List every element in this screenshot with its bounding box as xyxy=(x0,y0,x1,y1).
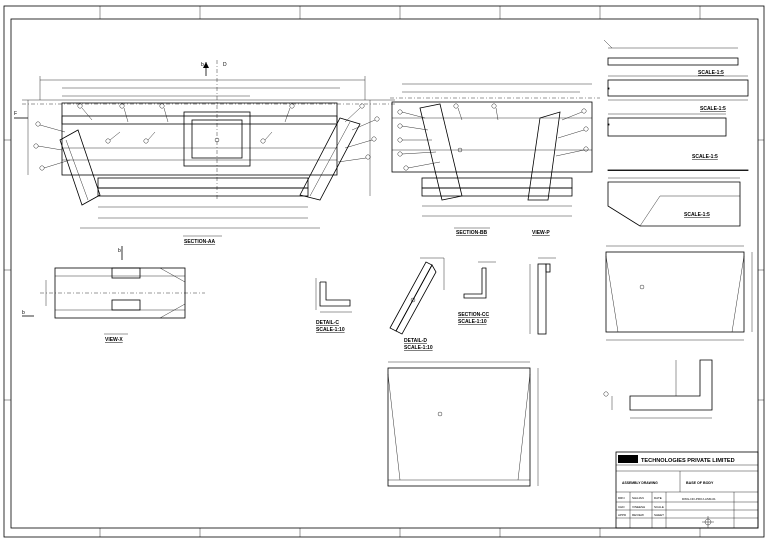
section-bb-view: SECTION-BB VIEW-P xyxy=(390,83,600,236)
plate-view-bottom xyxy=(387,361,539,487)
title-row-1-b: SHAJAN xyxy=(632,496,644,500)
title-row-3-c: SHEET xyxy=(654,513,664,517)
section-mark-b-left: b xyxy=(22,310,25,316)
label-scale-3: SCALE-1:5 xyxy=(692,154,718,160)
sheet-inner-border xyxy=(10,18,759,529)
title-block: TECHNOLOGIES PRIVATE LIMITED ASSEMBLY DR… xyxy=(615,451,759,529)
border-ticks xyxy=(4,6,764,537)
label-detail-d: DETAIL-D xyxy=(404,338,427,344)
label-section-cc: SECTION-CC xyxy=(458,312,490,318)
section-mark-b-view: b xyxy=(118,248,121,254)
label-section-aa: SECTION-AA xyxy=(184,239,216,245)
detail-c: DETAIL-C SCALE-1:10 xyxy=(315,278,352,333)
sheet-outer-border xyxy=(3,5,765,538)
section-mark-d-top: D xyxy=(223,62,227,68)
title-block-project: ASSEMBLY DRAWING xyxy=(622,481,658,485)
label-section-cc-scale: SCALE-1:10 xyxy=(458,319,487,325)
title-row-3-a: APPD xyxy=(618,513,627,517)
label-detail-c-scale: SCALE-1:10 xyxy=(316,327,345,333)
title-row-2-c: SCALE xyxy=(654,505,664,509)
label-scale-4: SCALE-1:5 xyxy=(684,212,710,218)
label-scale-1: SCALE-1:5 xyxy=(698,70,724,76)
bracket-detail xyxy=(603,359,713,419)
view-x: b b VIEW-X xyxy=(22,246,205,343)
title-row-1-c: DATE xyxy=(654,496,662,500)
vertical-bar-detail xyxy=(529,257,556,335)
section-aa-view: b D F SECTION-AA xyxy=(14,60,395,245)
label-detail-d-scale: SCALE-1:10 xyxy=(404,345,433,351)
label-view-p: VIEW-P xyxy=(532,230,550,236)
plate-view-right xyxy=(605,245,753,341)
title-block-drawing-title: BASE OF BODY xyxy=(686,481,714,485)
label-section-bb: SECTION-BB xyxy=(456,230,488,236)
section-cc: SECTION-CC SCALE-1:10 xyxy=(458,261,496,325)
title-row-1-a: DRN xyxy=(618,496,625,500)
label-view-x: VIEW-X xyxy=(105,337,123,343)
title-block-drawing-no: DWG-NO-PROJ-ASM-01 xyxy=(682,497,716,501)
title-row-3-b: REVIEW xyxy=(632,513,644,517)
detail-d: DETAIL-D SCALE-1:10 xyxy=(389,257,445,351)
section-mark-f-left: F xyxy=(14,111,17,117)
label-detail-c: DETAIL-C xyxy=(316,320,339,326)
right-detail-views: SCALE-1:5 SCALE-1:5 SCALE-1:5 SCALE-1:5 xyxy=(603,39,749,227)
title-row-2-a: CHD xyxy=(618,505,625,509)
title-block-company: TECHNOLOGIES PRIVATE LIMITED xyxy=(641,458,735,464)
section-mark-b-top: b xyxy=(201,62,204,68)
title-row-2-b: VINEESH xyxy=(632,505,645,509)
label-scale-2: SCALE-1:5 xyxy=(700,106,726,112)
